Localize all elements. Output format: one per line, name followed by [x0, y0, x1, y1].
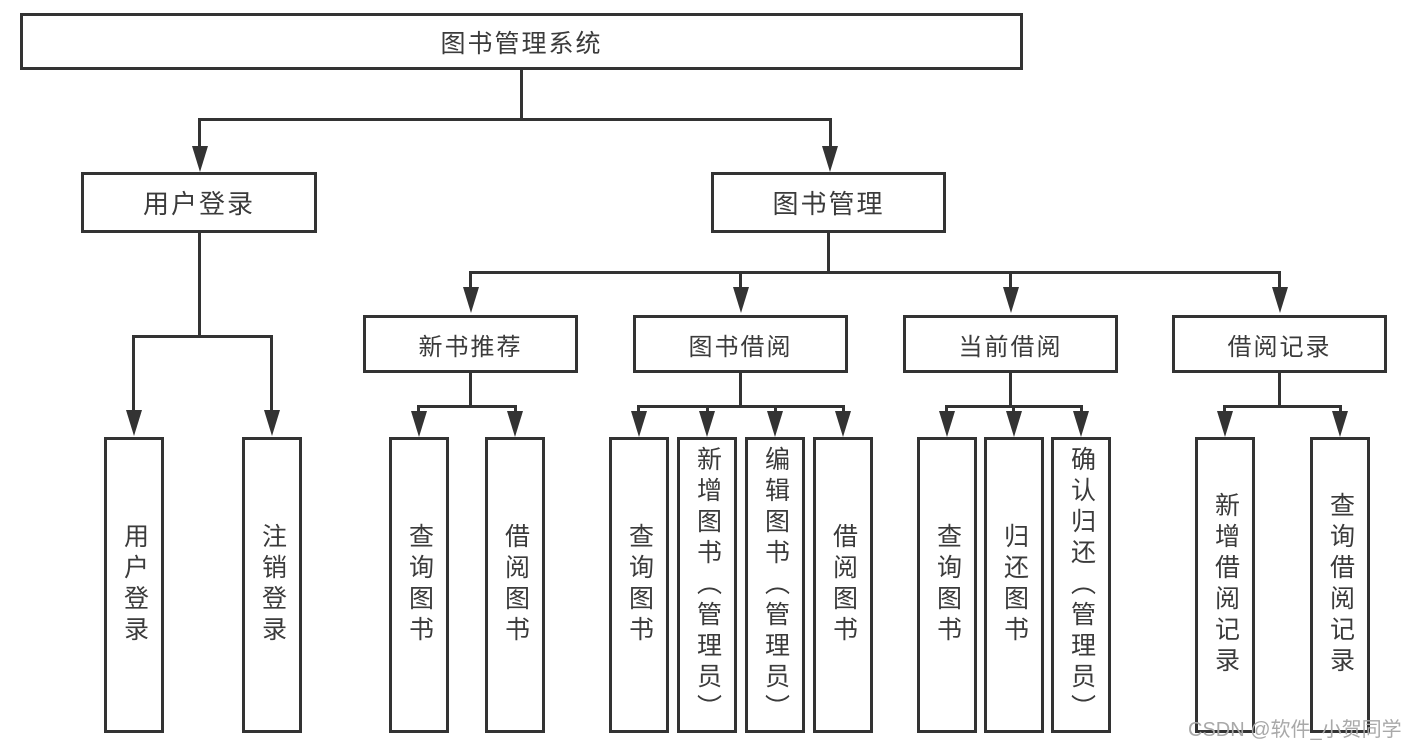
- connector: [132, 335, 273, 338]
- connector: [1223, 405, 1226, 413]
- leaf-cb-confirm-return-admin: 确认归还（管理员）: [1051, 437, 1111, 733]
- connector: [706, 405, 709, 413]
- leaf-rec-borrow-books-label: 借阅图书: [501, 523, 530, 647]
- connector: [1009, 373, 1012, 405]
- connector: [829, 118, 832, 146]
- arrow-down-icon: [1006, 411, 1022, 437]
- leaf-logout-label: 注销登录: [258, 523, 287, 647]
- leaf-bb-borrow-books: 借阅图书: [813, 437, 873, 733]
- connector: [198, 118, 832, 121]
- leaf-bb-borrow-books-label: 借阅图书: [829, 523, 858, 647]
- connector: [1009, 271, 1012, 287]
- leaf-br-add-record-label: 新增借阅记录: [1211, 492, 1240, 678]
- connector: [842, 405, 845, 413]
- leaf-logout: 注销登录: [242, 437, 302, 733]
- connector: [945, 405, 948, 413]
- csdn-watermark: CSDN @软件_小贺同学: [1188, 719, 1402, 741]
- leaf-br-add-record: 新增借阅记录: [1195, 437, 1255, 733]
- arrow-down-icon: [1332, 411, 1348, 437]
- connector: [1012, 405, 1015, 413]
- connector: [469, 373, 472, 405]
- arrow-down-icon: [463, 287, 479, 313]
- arrow-down-icon: [192, 146, 208, 172]
- arrow-down-icon: [939, 411, 955, 437]
- node-book-borrow-label: 图书借阅: [688, 333, 793, 361]
- arrow-down-icon: [1217, 411, 1233, 437]
- connector: [417, 405, 420, 413]
- connector: [637, 405, 845, 408]
- connector: [417, 405, 517, 408]
- leaf-bb-add-books-admin: 新增图书（管理员）: [677, 437, 737, 733]
- arrow-down-icon: [264, 410, 280, 436]
- node-new-book-recommend-label: 新书推荐: [418, 333, 523, 361]
- node-current-borrow-label: 当前借阅: [958, 333, 1063, 361]
- arrow-down-icon: [835, 411, 851, 437]
- node-user-login: 用户登录: [81, 172, 317, 233]
- arrow-down-icon: [1003, 287, 1019, 313]
- connector: [1278, 271, 1281, 287]
- connector: [198, 233, 201, 335]
- connector: [1278, 373, 1281, 405]
- leaf-user-login: 用户登录: [104, 437, 164, 733]
- connector: [469, 271, 472, 287]
- connector: [520, 70, 523, 118]
- leaf-rec-borrow-books: 借阅图书: [485, 437, 545, 733]
- leaf-cb-return-books: 归还图书: [984, 437, 1044, 733]
- connector: [827, 233, 830, 271]
- node-root: 图书管理系统: [20, 13, 1023, 70]
- leaf-bb-edit-books-admin-label: 编辑图书（管理员）: [761, 445, 790, 725]
- connector: [637, 405, 640, 413]
- leaf-bb-query-books-label: 查询图书: [625, 523, 654, 647]
- connector: [1339, 405, 1342, 413]
- leaf-cb-return-books-label: 归还图书: [1000, 523, 1029, 647]
- connector: [198, 118, 201, 146]
- arrow-down-icon: [507, 411, 523, 437]
- leaf-bb-edit-books-admin: 编辑图书（管理员）: [745, 437, 805, 733]
- node-borrow-records: 借阅记录: [1172, 315, 1387, 373]
- leaf-br-query-record-label: 查询借阅记录: [1326, 492, 1355, 678]
- arrow-down-icon: [1073, 411, 1089, 437]
- connector: [739, 271, 742, 287]
- arrow-down-icon: [631, 411, 647, 437]
- leaf-br-query-record: 查询借阅记录: [1310, 437, 1370, 733]
- connector: [514, 405, 517, 413]
- connector: [132, 335, 135, 410]
- arrow-down-icon: [1272, 287, 1288, 313]
- leaf-cb-query-books-label: 查询图书: [933, 523, 962, 647]
- leaf-cb-confirm-return-admin-label: 确认归还（管理员）: [1067, 445, 1096, 725]
- arrow-down-icon: [126, 410, 142, 436]
- leaf-user-login-label: 用户登录: [120, 523, 149, 647]
- node-book-borrow: 图书借阅: [633, 315, 848, 373]
- connector: [1080, 405, 1083, 413]
- node-book-management: 图书管理: [711, 172, 946, 233]
- connector: [739, 373, 742, 405]
- arrow-down-icon: [767, 411, 783, 437]
- leaf-bb-query-books: 查询图书: [609, 437, 669, 733]
- connector: [469, 271, 1281, 274]
- node-new-book-recommend: 新书推荐: [363, 315, 578, 373]
- leaf-rec-query-books: 查询图书: [389, 437, 449, 733]
- arrow-down-icon: [733, 287, 749, 313]
- node-book-management-label: 图书管理: [772, 189, 885, 219]
- arrow-down-icon: [822, 146, 838, 172]
- leaf-cb-query-books: 查询图书: [917, 437, 977, 733]
- node-root-label: 图书管理系统: [440, 29, 603, 58]
- arrow-down-icon: [411, 411, 427, 437]
- leaf-bb-add-books-admin-label: 新增图书（管理员）: [693, 445, 722, 725]
- node-borrow-records-label: 借阅记录: [1227, 333, 1332, 361]
- connector: [1223, 405, 1342, 408]
- node-current-borrow: 当前借阅: [903, 315, 1118, 373]
- arrow-down-icon: [699, 411, 715, 437]
- leaf-rec-query-books-label: 查询图书: [405, 523, 434, 647]
- connector: [270, 335, 273, 410]
- connector: [774, 405, 777, 413]
- node-user-login-label: 用户登录: [142, 189, 255, 219]
